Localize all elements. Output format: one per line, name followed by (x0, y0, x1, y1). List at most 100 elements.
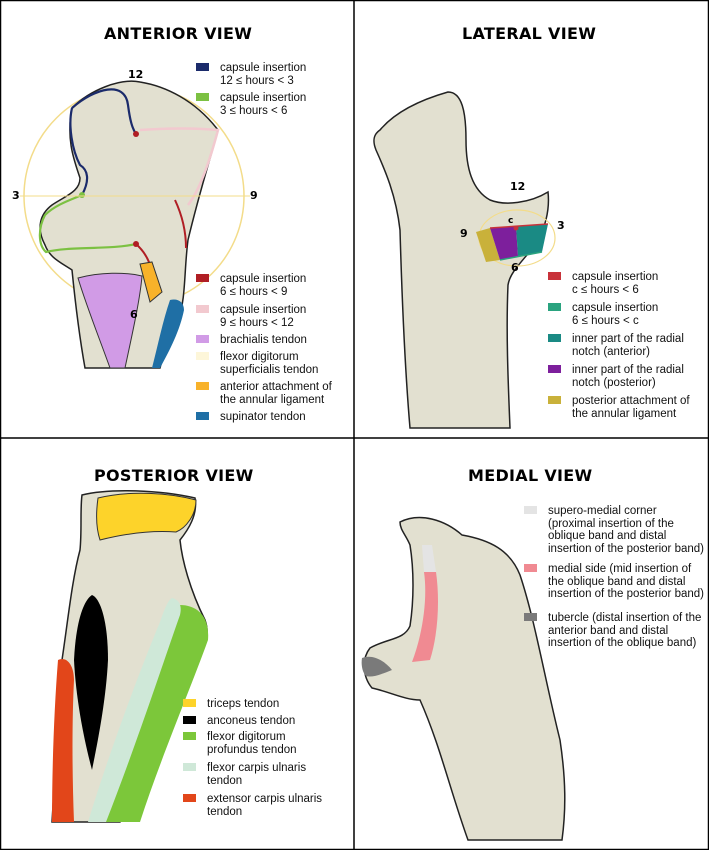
legend-item: capsule insertion 12 ≤ hours < 3 (196, 62, 346, 92)
legend-item: flexor digitorum profundus tendon (183, 731, 348, 762)
legend-swatch (548, 303, 561, 311)
legend-label: capsule insertion 3 ≤ hours < 6 (220, 92, 307, 117)
legend-item: supero-medial corner (proximal insertion… (524, 505, 706, 563)
lateral-legend: capsule insertion c ≤ hours < 6 capsule … (548, 271, 706, 425)
annular-ligament-anterior-area (139, 261, 163, 303)
lateral-clock-c: c (508, 216, 513, 226)
legend-swatch (524, 564, 537, 572)
triceps-tendon-area (96, 492, 197, 541)
legend-swatch (524, 613, 537, 621)
medial-legend: supero-medial corner (proximal insertion… (524, 505, 706, 652)
capsule-3-6-line (38, 193, 137, 254)
legend-swatch (196, 93, 209, 101)
lateral-ulna-bone (373, 91, 550, 429)
legend-item: flexor carpis ulnaris tendon (183, 762, 348, 793)
posterior-legend: triceps tendon anconeus tendon flexor di… (183, 698, 348, 823)
capsule-9-12-line (139, 127, 220, 206)
legend-label: supero-medial corner (proximal insertion… (548, 505, 704, 555)
legend-label: capsule insertion c ≤ hours < 6 (572, 271, 659, 296)
lateral-capsule-c-6-line (489, 223, 549, 229)
legend-label: anterior attachment of the annular ligam… (220, 381, 332, 406)
anterior-clock-12: 12 (128, 68, 143, 81)
supero-medial-corner-area (422, 545, 436, 572)
legend-item: capsule insertion 3 ≤ hours < 6 (196, 92, 346, 122)
anterior-view-drawing: 12 3 9 6 (12, 68, 258, 369)
legend-swatch (548, 334, 561, 342)
legend-item: inner part of the radial notch (anterior… (548, 333, 706, 364)
medial-side-area (412, 572, 438, 662)
legend-swatch (196, 305, 209, 313)
anterior-view-title: ANTERIOR VIEW (104, 24, 253, 43)
anterior-legend-bottom: capsule insertion 6 ≤ hours < 9 capsule … (196, 273, 351, 427)
lateral-clock-12: 12 (510, 180, 525, 193)
supinator-tendon-area (152, 299, 184, 368)
brachialis-tendon-area (77, 272, 143, 369)
lateral-clock-6: 6 (511, 261, 519, 274)
anterior-legend-top: capsule insertion 12 ≤ hours < 3 capsule… (196, 62, 346, 122)
anterior-marker-1 (133, 131, 139, 137)
legend-label: inner part of the radial notch (posterio… (572, 364, 684, 389)
legend-swatch (548, 396, 561, 404)
radial-notch-anterior-area (516, 224, 548, 256)
legend-label: capsule insertion 9 ≤ hours < 12 (220, 304, 307, 329)
legend-label: anconeus tendon (207, 715, 296, 727)
legend-item: brachialis tendon (196, 334, 351, 351)
legend-item: medial side (mid insertion of the obliqu… (524, 563, 706, 612)
anterior-marker-3 (79, 192, 85, 198)
anterior-marker-2 (133, 241, 139, 247)
legend-swatch (196, 335, 209, 343)
medial-view-title: MEDIAL VIEW (468, 466, 593, 485)
medial-view-drawing (361, 516, 566, 841)
legend-item: extensor carpis ulnaris tendon (183, 793, 348, 823)
legend-label: medial side (mid insertion of the obliqu… (548, 563, 704, 600)
legend-label: posterior attachment of the annular liga… (572, 395, 690, 420)
lateral-clock-9: 9 (460, 227, 468, 240)
legend-item: flexor digitorum superficialis tendon (196, 351, 351, 381)
legend-swatch (183, 732, 196, 740)
legend-swatch (196, 63, 209, 71)
legend-swatch (548, 365, 561, 373)
legend-label: capsule insertion 12 ≤ hours < 3 (220, 62, 307, 87)
legend-item: tubercle (distal insertion of the anteri… (524, 612, 706, 652)
fdp-tendon-area (104, 605, 209, 822)
legend-label: inner part of the radial notch (anterior… (572, 333, 684, 358)
lateral-capsule-6-c-line (499, 251, 543, 261)
legend-item: anterior attachment of the annular ligam… (196, 381, 351, 411)
lateral-view-drawing: 12 9 3 6 c (373, 91, 565, 429)
legend-label: flexor digitorum superficialis tendon (220, 351, 319, 376)
anterior-clock-6: 6 (130, 308, 138, 321)
legend-item: triceps tendon (183, 698, 348, 715)
capsule-12-3-line (69, 107, 89, 196)
lateral-view-title: LATERAL VIEW (462, 24, 597, 43)
legend-item: anconeus tendon (183, 715, 348, 731)
legend-item: supinator tendon (196, 411, 351, 427)
legend-swatch (196, 382, 209, 390)
legend-swatch (183, 716, 196, 724)
legend-label: capsule insertion 6 ≤ hours < 9 (220, 273, 307, 298)
legend-item: inner part of the radial notch (posterio… (548, 364, 706, 395)
tubercle-area (361, 656, 392, 677)
legend-swatch (183, 699, 196, 707)
legend-label: triceps tendon (207, 698, 280, 710)
ecu-tendon-area (52, 658, 74, 822)
posterior-view-title: POSTERIOR VIEW (94, 466, 254, 485)
legend-swatch (183, 794, 196, 802)
legend-swatch (183, 763, 196, 771)
legend-swatch (196, 352, 209, 360)
anterior-clock-9: 9 (250, 189, 258, 202)
radial-notch-posterior-area (490, 226, 518, 260)
legend-item: capsule insertion 9 ≤ hours < 12 (196, 304, 351, 334)
legend-swatch (548, 272, 561, 280)
legend-swatch (524, 506, 537, 514)
capsule-6-9-upper (174, 199, 187, 249)
lateral-clock-3: 3 (557, 219, 565, 232)
legend-item: capsule insertion c ≤ hours < 6 (548, 271, 706, 302)
legend-label: brachialis tendon (220, 334, 307, 346)
medial-ulna-bone (363, 516, 566, 841)
legend-label: flexor digitorum profundus tendon (207, 731, 297, 756)
legend-label: capsule insertion 6 ≤ hours < c (572, 302, 659, 327)
legend-label: extensor carpis ulnaris tendon (207, 793, 323, 818)
legend-label: supinator tendon (220, 411, 306, 423)
anconeus-tendon-area (74, 595, 108, 770)
